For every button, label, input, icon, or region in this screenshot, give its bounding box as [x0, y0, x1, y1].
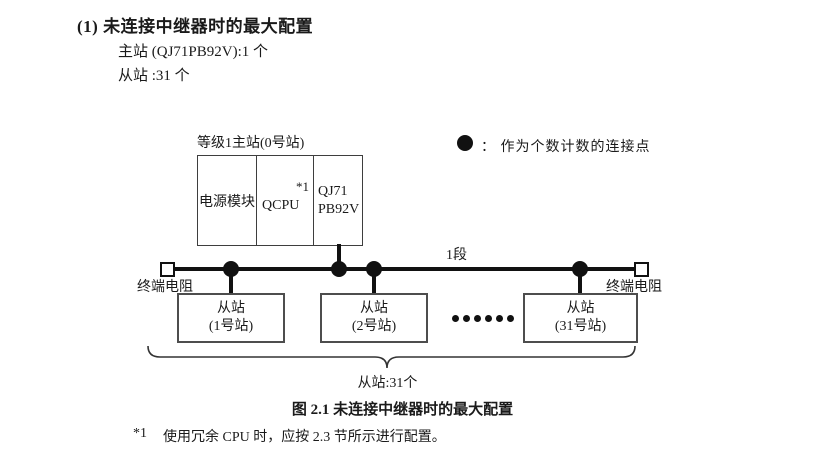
slave1-line2: (1号站) [208, 319, 254, 334]
slave2-line1: 从站 [360, 301, 388, 316]
ellipsis-dots-icon [452, 315, 514, 322]
slave-count-line: 从站 :31 个 [118, 68, 190, 84]
legend-separator: ： [481, 140, 496, 155]
slave31-line2: (31号站) [554, 319, 607, 334]
master-station-box: 电源模块 *1 QCPU QJ71 PB92V [197, 155, 363, 246]
master-drop-line [337, 244, 341, 269]
bus-line [171, 267, 637, 271]
slave1-drop-line [229, 269, 233, 293]
connection-point-icon [572, 261, 588, 277]
slave1-line1: 从站 [217, 301, 245, 316]
figure-caption: 图 2.1 未连接中继器时的最大配置 [291, 402, 514, 418]
brace-label: 从站:31个 [357, 376, 418, 391]
master-count-line: 主站 (QJ71PB92V):1 个 [118, 44, 269, 60]
slave2-drop-line [372, 269, 376, 293]
power-module-label: 电源模块 [199, 194, 255, 210]
segment-label: 1段 [446, 248, 467, 263]
slave-station-31-box: 从站 (31号站) [523, 293, 638, 343]
network-module-line1: QJ71 [318, 183, 348, 199]
slave31-drop-line [578, 269, 582, 293]
section-heading: (1) 未连接中继器时的最大配置 [77, 17, 314, 36]
slave-range-brace [147, 345, 636, 369]
slave2-line2: (2号站) [351, 319, 397, 334]
power-module-cell: 电源模块 [198, 156, 257, 245]
cpu-label: QCPU [262, 198, 300, 213]
terminating-resistor-right-icon [634, 262, 649, 277]
cpu-cell: *1 QCPU [257, 156, 314, 245]
network-module-line2: PB92V [318, 201, 360, 217]
connection-point-icon [331, 261, 347, 277]
network-module-cell: QJ71 PB92V [314, 156, 362, 245]
connection-point-icon [223, 261, 239, 277]
connection-point-icon [366, 261, 382, 277]
footnote-text: 使用冗余 CPU 时，应按 2.3 节所示进行配置。 [163, 430, 446, 445]
terminating-resistor-left-label: 终端电阻 [137, 280, 193, 295]
legend-connection-dot-icon [457, 135, 473, 151]
slave-station-2-box: 从站 (2号站) [320, 293, 428, 343]
terminating-resistor-left-icon [160, 262, 175, 277]
slave-station-1-box: 从站 (1号站) [177, 293, 285, 343]
footnote-marker: *1 [133, 426, 147, 441]
slave31-line1: 从站 [566, 301, 595, 316]
legend-description: 作为个数计数的连接点 [500, 140, 651, 155]
legend-text: ： 作为个数计数的连接点 [481, 136, 651, 156]
cpu-footnote-ref: *1 [296, 179, 309, 194]
master-station-label: 等级1主站(0号站) [197, 136, 305, 151]
terminating-resistor-right-label: 终端电阻 [606, 280, 662, 295]
